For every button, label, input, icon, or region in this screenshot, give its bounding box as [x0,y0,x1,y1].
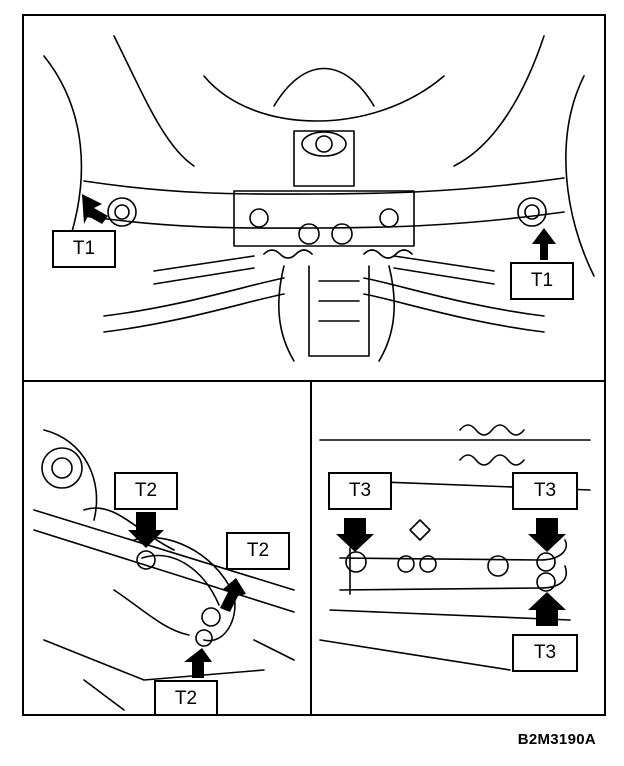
arrow-t3-left [336,518,374,552]
bottom-left-panel-mount: T2 T2 T2 [24,380,312,714]
arrow-t2-right [220,578,246,612]
label-t2-top: T2 [114,472,178,510]
label-t2-right: T2 [226,532,290,570]
arrow-t2-top [128,512,164,548]
label-t3-right-top: T3 [512,472,578,510]
bottom-right-panel-link: T3 T3 T3 [310,380,604,714]
label-t1-left: T1 [52,230,116,268]
label-t3-right-bottom: T3 [512,634,578,672]
arrow-t3-right-bottom [528,592,566,626]
label-t2-bottom: T2 [154,680,218,714]
label-t1-right: T1 [510,262,574,300]
mount-illustration [33,429,295,711]
arrow-left-t1 [82,194,108,224]
arrow-t3-right-top [528,518,566,552]
arrow-t2-bottom [184,648,212,678]
figure-code: B2M3190A [517,731,596,748]
figure-frame: T1 T1 [22,14,606,716]
arrow-right-t1 [532,228,556,260]
subframe-illustration [43,35,595,362]
top-panel-subframe: T1 T1 [24,16,604,382]
label-t3-left: T3 [328,472,392,510]
